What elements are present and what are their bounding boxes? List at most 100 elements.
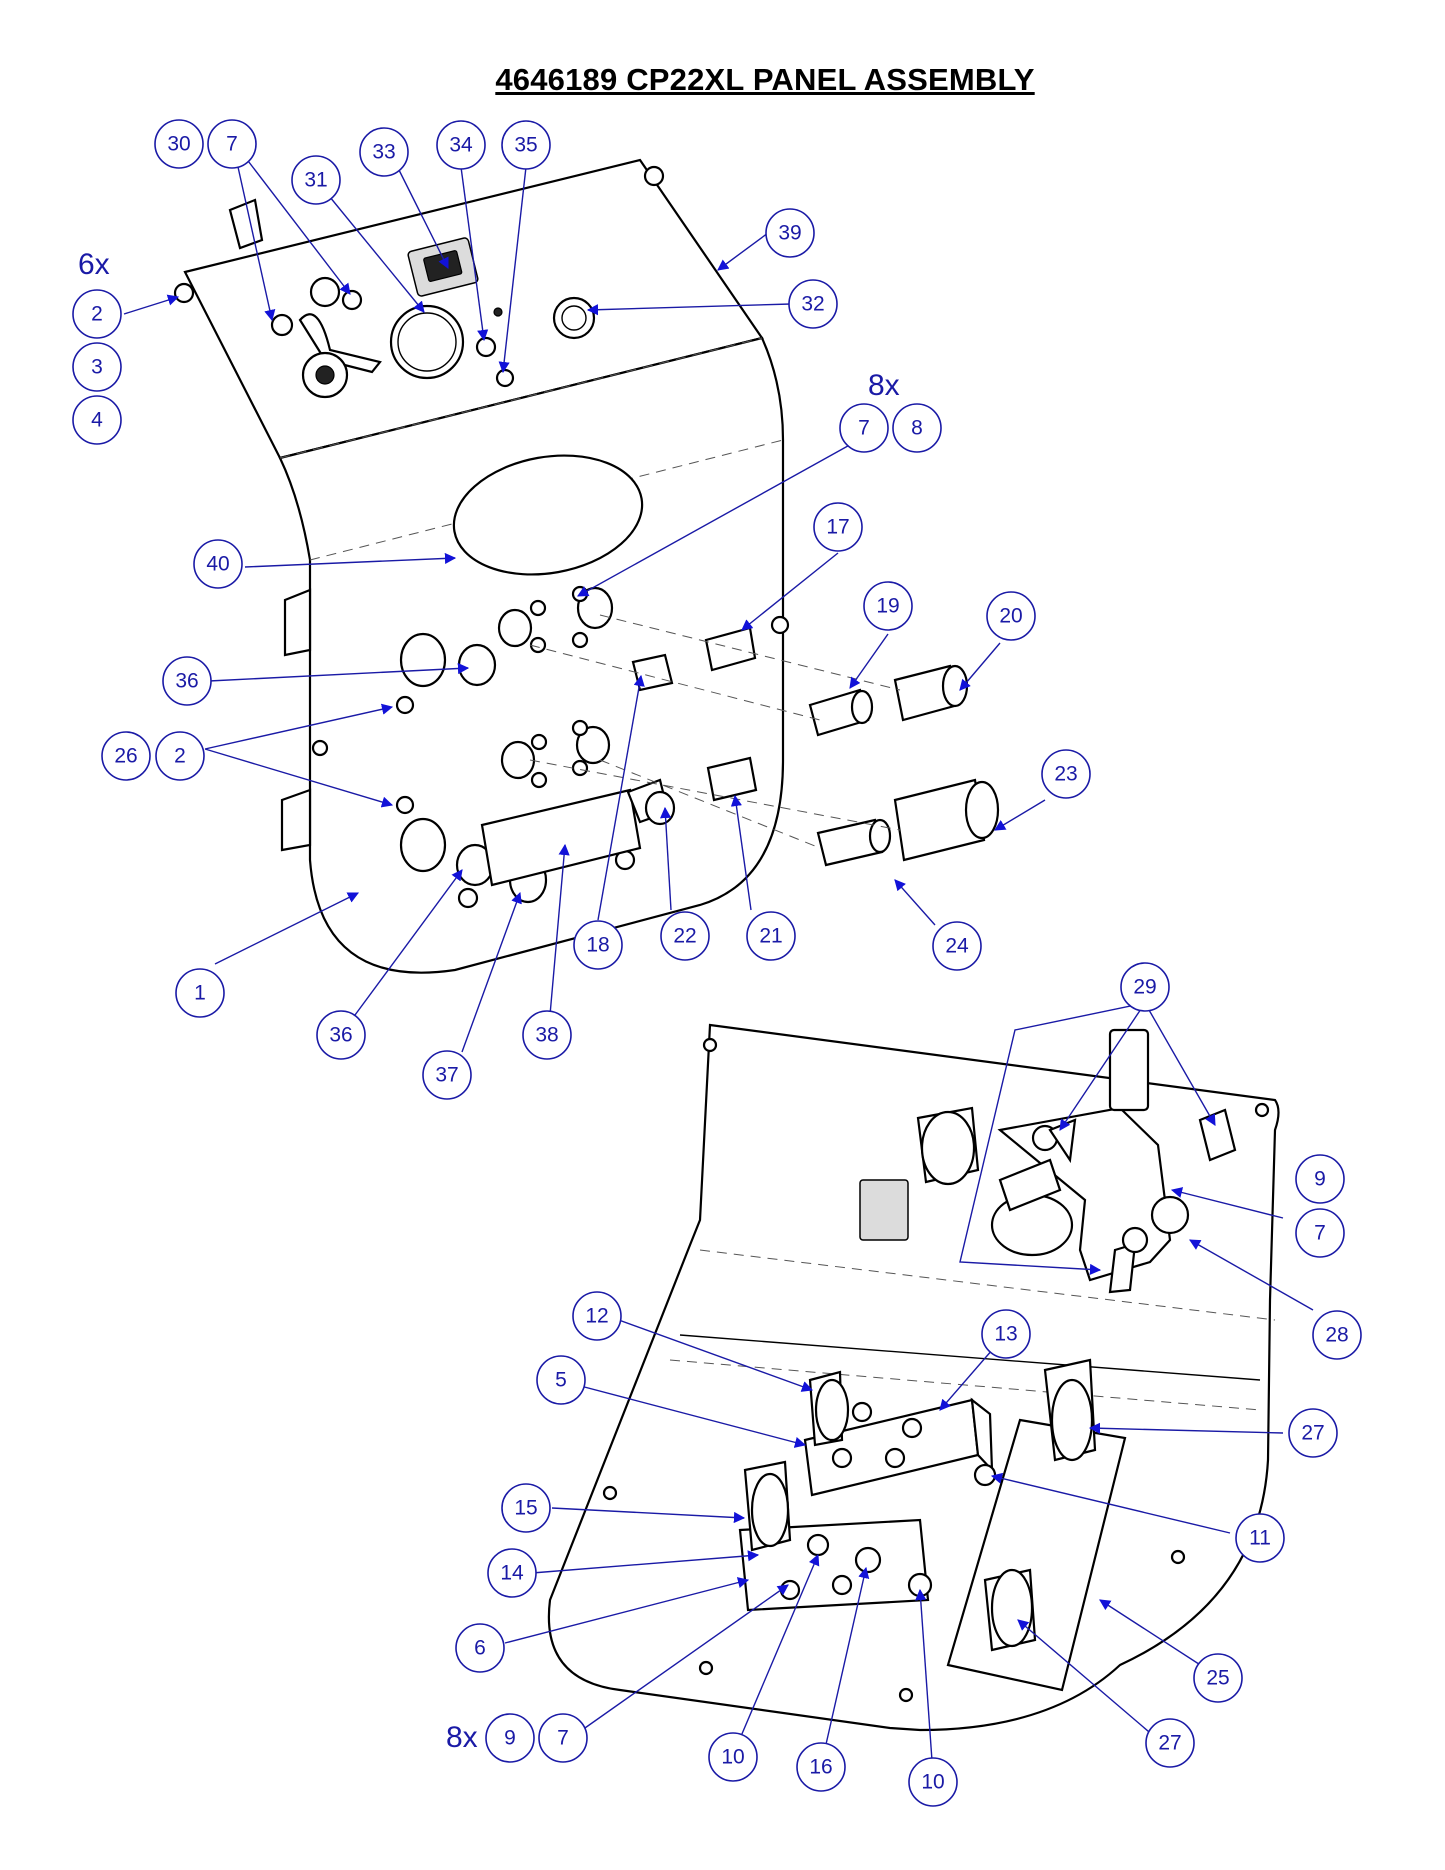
svg-text:27: 27 <box>1301 1422 1324 1445</box>
svg-text:29: 29 <box>1133 976 1156 999</box>
callout-bubble: 31 <box>291 155 341 205</box>
callout-bubble: 37 <box>422 1050 472 1100</box>
svg-text:17: 17 <box>826 516 849 539</box>
svg-text:15: 15 <box>514 1497 537 1520</box>
callout-bubble: 30 <box>154 119 204 169</box>
callout-bubble: 5 <box>536 1355 586 1405</box>
svg-text:36: 36 <box>175 670 198 693</box>
svg-text:9: 9 <box>1314 1168 1326 1191</box>
svg-text:4: 4 <box>91 409 103 432</box>
svg-text:16: 16 <box>809 1756 832 1779</box>
callout-bubble: 12 <box>572 1291 622 1341</box>
callout-bubble: 26 <box>101 731 151 781</box>
svg-text:31: 31 <box>304 169 327 192</box>
callout-bubble: 3 <box>72 342 122 392</box>
callout-bubble: 14 <box>487 1548 537 1598</box>
callout-bubble: 29 <box>1120 962 1170 1012</box>
callout-bubble: 9 <box>485 1713 535 1763</box>
multiplier-8x-bottom: 8x <box>446 1721 478 1754</box>
multiplier-6x: 6x <box>78 248 110 281</box>
callout-bubble: 7 <box>1295 1208 1345 1258</box>
callout-bubble: 16 <box>796 1742 846 1792</box>
svg-text:9: 9 <box>504 1727 516 1750</box>
svg-text:3: 3 <box>91 356 103 379</box>
callout-bubble: 40 <box>193 539 243 589</box>
svg-text:40: 40 <box>206 553 229 576</box>
svg-text:32: 32 <box>801 293 824 316</box>
callout-bubble: 10 <box>908 1757 958 1807</box>
svg-text:21: 21 <box>759 925 782 948</box>
svg-text:38: 38 <box>535 1024 558 1047</box>
svg-text:39: 39 <box>778 222 801 245</box>
svg-text:26: 26 <box>114 745 137 768</box>
callout-bubble: 2 <box>155 731 205 781</box>
callout-bubble: 10 <box>708 1732 758 1782</box>
svg-text:7: 7 <box>858 417 870 440</box>
callout-bubble: 7 <box>839 403 889 453</box>
lower-panel-drawing <box>547 1023 1280 1732</box>
upper-panel-drawing <box>173 158 1000 974</box>
svg-text:35: 35 <box>514 134 537 157</box>
svg-text:36: 36 <box>329 1024 352 1047</box>
callout-bubble: 15 <box>501 1483 551 1533</box>
svg-text:20: 20 <box>999 605 1022 628</box>
callout-bubble: 9 <box>1295 1154 1345 1204</box>
svg-text:1: 1 <box>194 982 206 1005</box>
callout-bubble: 24 <box>932 921 982 971</box>
multiplier-8x-top: 8x <box>868 369 900 402</box>
callout-bubble: 25 <box>1193 1653 1243 1703</box>
svg-text:11: 11 <box>1249 1527 1271 1550</box>
svg-text:6: 6 <box>474 1637 486 1660</box>
callout-bubble: 39 <box>765 208 815 258</box>
page-title: 4646189 CP22XL PANEL ASSEMBLY <box>495 62 1035 97</box>
svg-text:23: 23 <box>1054 763 1077 786</box>
callout-bubble: 36 <box>162 656 212 706</box>
svg-text:14: 14 <box>500 1562 524 1585</box>
svg-text:18: 18 <box>586 934 609 957</box>
callout-bubble: 4 <box>72 395 122 445</box>
callout-bubble: 11 <box>1235 1513 1285 1563</box>
callout-bubble: 28 <box>1312 1310 1362 1360</box>
callout-bubble: 17 <box>813 502 863 552</box>
svg-text:24: 24 <box>945 935 969 958</box>
svg-text:27: 27 <box>1158 1732 1181 1755</box>
callout-bubble: 2 <box>72 289 122 339</box>
svg-text:7: 7 <box>226 133 238 156</box>
callout-bubble: 27 <box>1288 1408 1338 1458</box>
callout-bubble: 34 <box>436 120 486 170</box>
callout-bubble: 7 <box>207 119 257 169</box>
callout-bubble: 7 <box>538 1713 588 1763</box>
callout-bubble: 13 <box>981 1309 1031 1359</box>
svg-text:30: 30 <box>167 133 190 156</box>
svg-text:2: 2 <box>174 745 186 768</box>
callout-bubble: 19 <box>863 581 913 631</box>
svg-text:28: 28 <box>1325 1324 1348 1347</box>
callout-bubble: 27 <box>1145 1718 1195 1768</box>
svg-text:22: 22 <box>673 925 696 948</box>
svg-text:12: 12 <box>585 1305 608 1328</box>
callout-bubble: 1 <box>175 968 225 1018</box>
callout-bubble: 38 <box>522 1010 572 1060</box>
svg-text:25: 25 <box>1206 1667 1229 1690</box>
callout-bubble: 36 <box>316 1010 366 1060</box>
svg-text:8: 8 <box>911 417 923 440</box>
callout-bubble: 6 <box>455 1623 505 1673</box>
svg-text:10: 10 <box>721 1746 744 1769</box>
svg-text:34: 34 <box>449 134 473 157</box>
leader-lines <box>123 139 1314 1776</box>
svg-text:37: 37 <box>435 1064 458 1087</box>
svg-text:33: 33 <box>372 141 395 164</box>
callout-bubble: 32 <box>788 279 838 329</box>
svg-text:10: 10 <box>921 1771 944 1794</box>
callout-bubble: 22 <box>660 911 710 961</box>
callout-bubble: 18 <box>573 920 623 970</box>
svg-text:7: 7 <box>557 1727 569 1750</box>
callout-bubble: 20 <box>986 591 1036 641</box>
callout-bubble: 23 <box>1041 749 1091 799</box>
svg-text:13: 13 <box>994 1323 1017 1346</box>
callout-bubble: 35 <box>501 120 551 170</box>
svg-text:5: 5 <box>555 1369 567 1392</box>
svg-text:7: 7 <box>1314 1222 1326 1245</box>
callout-bubble: 33 <box>359 127 409 177</box>
